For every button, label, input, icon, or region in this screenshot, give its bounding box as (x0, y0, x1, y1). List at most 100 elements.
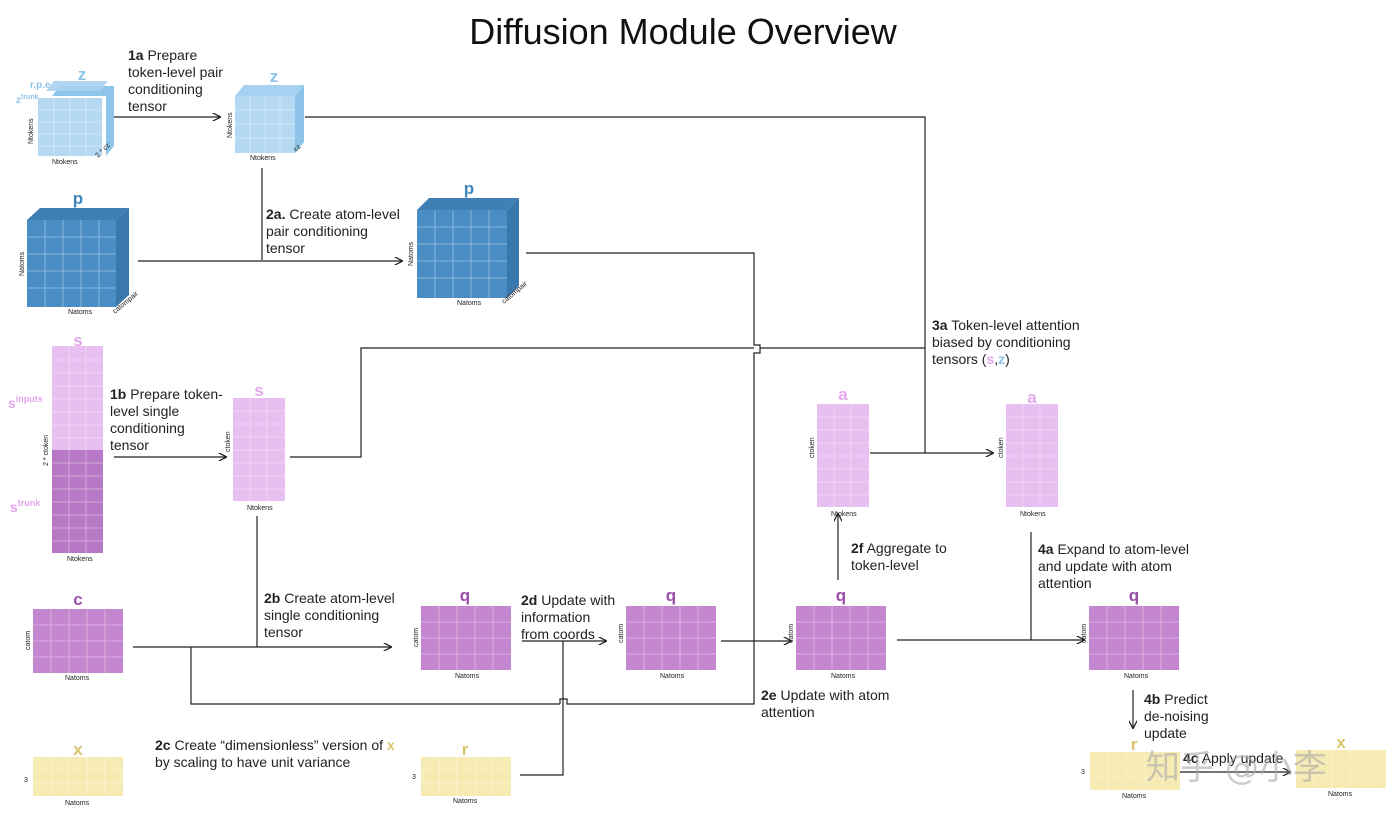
svg-text:token-level pair: token-level pair (128, 64, 223, 80)
svg-text:by scaling to have unit varian: by scaling to have unit variance (155, 754, 351, 770)
r-dim-cols: Natoms (453, 798, 478, 805)
p-input-dim-cols: Natoms (68, 309, 93, 316)
q4-dim-cols: Natoms (1124, 673, 1149, 680)
svg-text:pair conditioning: pair conditioning (266, 223, 368, 239)
q1-tensor: q catom Natoms (413, 586, 511, 680)
connectors (113, 117, 1290, 775)
r-update-dim-rows: 3 (1081, 769, 1085, 776)
svg-text:level single: level single (110, 403, 179, 419)
c-dim-cols: Natoms (65, 675, 90, 682)
z-input-dim-rows: Ntokens (28, 118, 35, 144)
svg-text:information: information (521, 609, 590, 625)
step-3a-annotation: 3a Token-level attention biased by condi… (932, 317, 1080, 367)
q2-dim-cols: Natoms (660, 673, 685, 680)
svg-text:token-level: token-level (851, 557, 919, 573)
p-output-label: p (464, 179, 474, 198)
svg-text:de-noising: de-noising (1144, 708, 1209, 724)
svg-text:2a. Create atom-level: 2a. Create atom-level (266, 206, 400, 222)
watermark: 知乎 @小李 (1146, 748, 1327, 788)
q1-dim-rows: catom (413, 628, 420, 647)
a1-dim-rows: ctoken (809, 437, 816, 458)
x-output-label: x (1336, 733, 1346, 752)
z-output-tensor: z Ntokens Ntokens cz (227, 67, 304, 162)
z-input-tensor: z r.p.e ztrunk Ntokens Ntokens 2 * cz (16, 65, 114, 166)
z-trunk-label: ztrunk (16, 94, 39, 106)
svg-text:4b Predict: 4b Predict (1144, 691, 1208, 707)
svg-text:1a Prepare: 1a Prepare (128, 47, 197, 63)
svg-text:2c Create “dimensionless” vers: 2c Create “dimensionless” version of x (155, 737, 395, 753)
s-output-dim-cols: Ntokens (247, 505, 273, 512)
step-4a-annotation: 4a Expand to atom-level and update with … (1038, 541, 1189, 591)
r-update-tensor: r 3 Natoms (1081, 735, 1180, 800)
step-1a-annotation: 1a Prepare token-level pair conditioning… (128, 47, 223, 114)
x-input-tensor: x 3 Natoms (24, 740, 123, 807)
q3-dim-rows: catom (788, 624, 795, 643)
step-2f-annotation: 2f Aggregate to token-level (851, 540, 947, 573)
c-label: c (73, 590, 82, 609)
s-input-label: s (73, 331, 82, 350)
x-input-dim-rows: 3 (24, 777, 28, 784)
s-output-tensor: s ctoken Ntokens (225, 381, 285, 512)
svg-text:4c Apply update: 4c Apply update (1183, 750, 1284, 766)
s-output-label: s (254, 381, 263, 400)
a1-dim-cols: Ntokens (831, 511, 857, 518)
a2-dim-cols: Ntokens (1020, 511, 1046, 518)
c-tensor: c catom Natoms (25, 590, 123, 682)
diagram-title: Diffusion Module Overview (469, 11, 898, 52)
q3-label: q (836, 586, 846, 605)
s-input-tensor: s sinputs strunk 2 * ctoken Ntokens (8, 331, 103, 563)
a2-dim-rows: ctoken (998, 437, 1005, 458)
svg-text:2d Update with: 2d Update with (521, 592, 615, 608)
x-input-label: x (73, 740, 83, 759)
p-output-tensor: p Natoms Natoms catompair (408, 179, 529, 307)
svg-text:biased by conditioning: biased by conditioning (932, 334, 1071, 350)
svg-text:conditioning: conditioning (110, 420, 185, 436)
p-input-tensor: p Natoms Natoms catompair (19, 189, 140, 316)
s-trunk-label: strunk (10, 498, 41, 515)
q3-tensor: q catom Natoms (788, 586, 886, 680)
a2-label: a (1027, 388, 1037, 407)
x-input-dim-cols: Natoms (65, 800, 90, 807)
z-input-label: z (78, 65, 87, 84)
p-output-dim-rows: Natoms (408, 241, 415, 266)
svg-text:2f Aggregate to: 2f Aggregate to (851, 540, 947, 556)
s-output-dim-rows: ctoken (225, 431, 232, 452)
r-dim-rows: 3 (412, 774, 416, 781)
a1-tensor: a ctoken Ntokens (809, 385, 869, 518)
z-input-dim-cols: Ntokens (52, 159, 78, 166)
svg-text:tensor: tensor (264, 624, 303, 640)
step-2d-annotation: 2d Update with information from coords (521, 592, 615, 642)
r-tensor: r 3 Natoms (412, 740, 511, 805)
step-1b-annotation: 1b Prepare token- level single condition… (110, 386, 223, 453)
step-4c-annotation: 4c Apply update (1183, 750, 1284, 766)
svg-text:tensor: tensor (110, 437, 149, 453)
step-2e-annotation: 2e Update with atom attention (761, 687, 889, 720)
r-update-label: r (1131, 735, 1138, 754)
c-dim-rows: catom (25, 631, 32, 650)
s-input-dim-rows: 2 * ctoken (43, 435, 50, 466)
svg-text:2b Create atom-level: 2b Create atom-level (264, 590, 395, 606)
svg-text:2e Update with atom: 2e Update with atom (761, 687, 889, 703)
q1-label: q (460, 586, 470, 605)
q3-dim-cols: Natoms (831, 673, 856, 680)
svg-text:update: update (1144, 725, 1187, 741)
q2-dim-rows: catom (618, 624, 625, 643)
step-2c-annotation: 2c Create “dimensionless” version of x b… (155, 737, 395, 770)
svg-text:conditioning: conditioning (128, 81, 203, 97)
z-output-label: z (270, 67, 279, 86)
q1-dim-cols: Natoms (455, 673, 480, 680)
x-output-tensor: x Natoms (1296, 733, 1386, 798)
r-update-dim-cols: Natoms (1122, 793, 1147, 800)
s-inputs-label: sinputs (8, 394, 43, 411)
q2-label: q (666, 586, 676, 605)
svg-text:1b Prepare token-: 1b Prepare token- (110, 386, 223, 402)
x-output-dim-cols: Natoms (1328, 791, 1353, 798)
svg-text:attention: attention (761, 704, 815, 720)
z-output-dim-depth: cz (292, 143, 302, 153)
a2-tensor: a ctoken Ntokens (998, 388, 1058, 518)
q4-label: q (1129, 586, 1139, 605)
p-input-label: p (73, 189, 83, 208)
svg-text:single conditioning: single conditioning (264, 607, 379, 623)
svg-text:attention: attention (1038, 575, 1092, 591)
step-2b-annotation: 2b Create atom-level single conditioning… (264, 590, 395, 640)
